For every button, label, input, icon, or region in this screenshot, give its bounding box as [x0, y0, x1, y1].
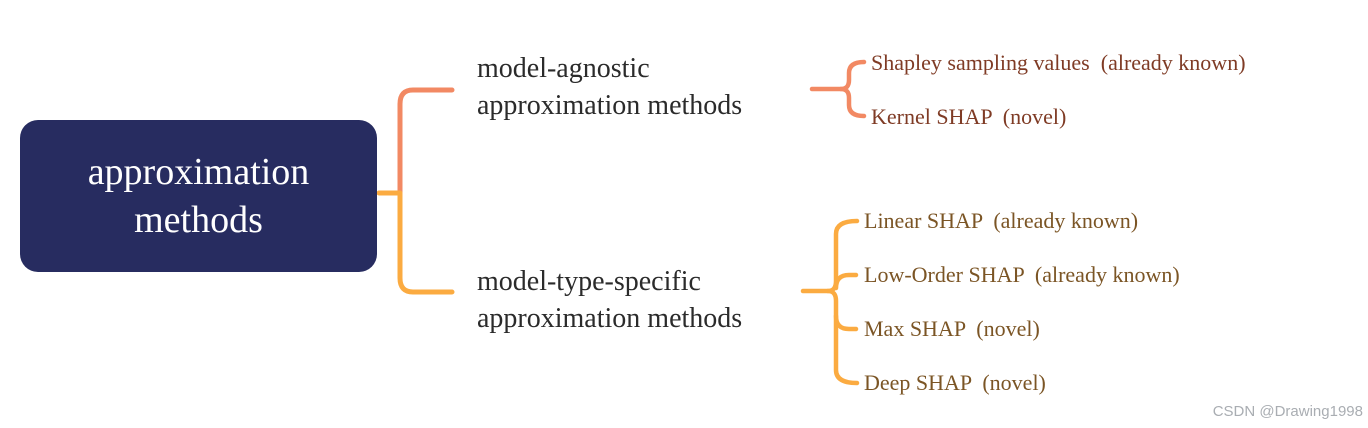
top-branch-connector-line — [397, 87, 455, 196]
leaf-deep-shap: Deep SHAP (novel) — [864, 370, 1046, 395]
bottom-brace — [825, 218, 860, 386]
bottom-branch-connector-line — [376, 190, 455, 295]
leaf-kernel-shap: Kernel SHAP (novel) — [871, 104, 1067, 129]
root-node: approximation methods — [20, 120, 377, 272]
bottom-brace-exit-3 — [833, 313, 859, 332]
leaf-shapley-sampling-values: Shapley sampling values (already known) — [871, 50, 1246, 75]
branch-label-model-type-specific: model-type-specific approximation method… — [477, 266, 743, 334]
leaf-low-order-shap: Low-Order SHAP (already known) — [864, 262, 1180, 287]
top-brace — [838, 59, 867, 119]
branch-label-model-agnostic: model-agnostic approximation methods — [477, 53, 743, 121]
leaf-linear-shap: Linear SHAP (already known) — [864, 208, 1139, 233]
bottom-brace-exit-2 — [833, 272, 859, 291]
root-node-label: approximation methods — [87, 151, 310, 241]
leaf-max-shap: Max SHAP (novel) — [864, 316, 1040, 341]
watermark-text: CSDN @Drawing1998 — [1212, 403, 1363, 420]
